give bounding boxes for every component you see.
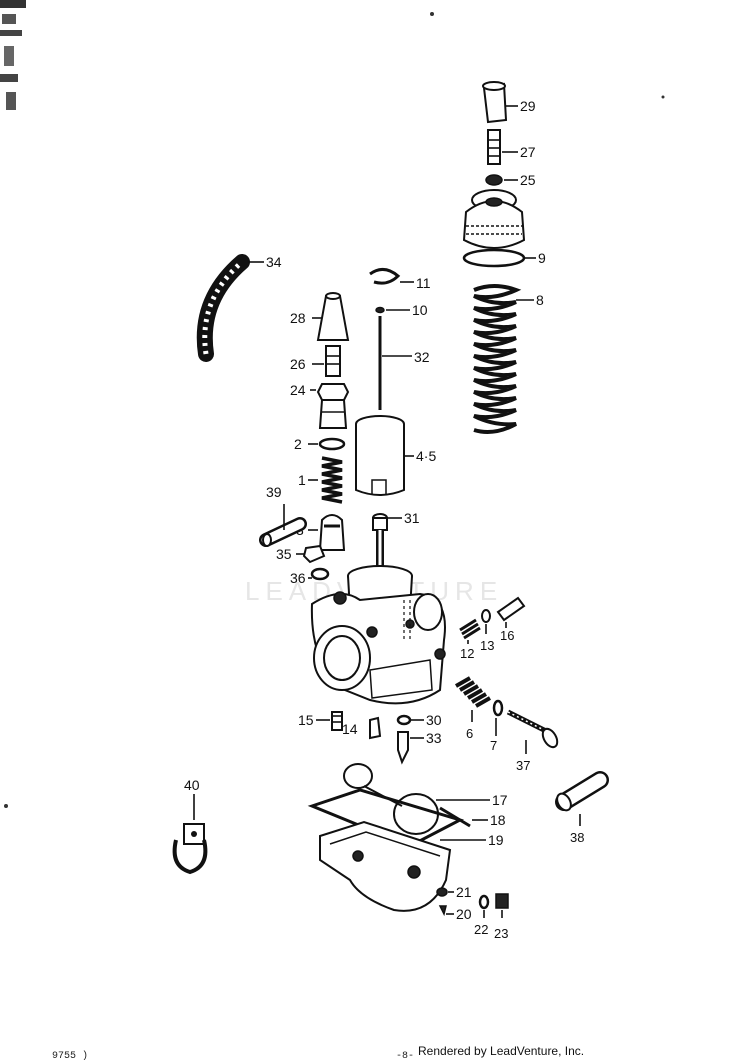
part-21-screw: 21 (436, 884, 472, 900)
part-12-spring: 12 (459, 618, 481, 661)
callout-12: 12 (460, 646, 474, 661)
part-8-spring: 8 (473, 284, 544, 434)
callout-20: 20 (456, 906, 472, 922)
part-28-cap: 28 (290, 292, 350, 341)
part-20-plug: 20 (438, 905, 472, 922)
part-40-clamp: 40 (172, 777, 208, 875)
part-39-pipe: 39 (259, 484, 307, 547)
callout-13: 13 (480, 638, 494, 653)
part-30-washer: 30 (396, 712, 442, 728)
callout-6: 6 (466, 726, 473, 741)
part-37-screw: 37 (506, 709, 559, 773)
part-26-screw: 26 (290, 345, 341, 377)
part-27-adjuster-screw: 27 (487, 129, 536, 165)
callout-29: 29 (520, 98, 536, 114)
callout-17: 17 (492, 792, 508, 808)
callout-23: 23 (494, 926, 508, 941)
callout-38: 38 (570, 830, 584, 845)
callout-14: 14 (342, 721, 358, 737)
callout-36: 36 (290, 570, 306, 586)
callout-31: 31 (404, 510, 420, 526)
part-4-5-throttle-valve: 4·5 (355, 415, 436, 496)
footer-page: -8- (396, 1051, 414, 1060)
callout-34: 34 (266, 254, 282, 270)
callout-18: 18 (490, 812, 506, 828)
callout-40: 40 (184, 777, 200, 793)
callout-37: 37 (516, 758, 530, 773)
part-13-washer: 13 (480, 609, 494, 653)
part-16-screw: 16 (496, 596, 526, 643)
part-9-o-ring: 9 (462, 248, 546, 268)
part-starter-body (318, 399, 348, 429)
part-23-drain-bolt: 23 (494, 893, 509, 941)
part-29-cap: 29 (482, 81, 536, 124)
callout-32: 32 (414, 349, 430, 365)
part-34-hose: 34 (196, 254, 282, 362)
callout-26: 26 (290, 356, 306, 372)
part-7-washer: 7 (490, 699, 504, 753)
callout-39: 39 (266, 484, 282, 500)
callout-9: 9 (538, 250, 546, 266)
callout-22: 22 (474, 922, 488, 937)
part-top-cap-assembly (462, 189, 526, 249)
callout-11: 11 (416, 275, 431, 291)
credit-text: Rendered by LeadVenture, Inc. (418, 1044, 584, 1058)
callout-27: 27 (520, 144, 536, 160)
part-32-needle: 32 (378, 316, 430, 410)
part-15-jet: 15 (298, 711, 343, 731)
callout-21: 21 (456, 884, 472, 900)
callout-24: 24 (290, 382, 306, 398)
footer: 9755 ) -8- Rendered by LeadVenture, Inc. (52, 1044, 584, 1060)
scan-noise (0, 0, 665, 808)
callout-16: 16 (500, 628, 514, 643)
callout-1: 1 (298, 472, 306, 488)
part-35-screw: 35 (276, 544, 326, 564)
callout-10: 10 (412, 302, 428, 318)
part-33-valve: 33 (397, 730, 442, 765)
part-2-o-ring: 2 (294, 436, 346, 452)
part-10-washer: 10 (375, 302, 428, 318)
carburetor-body (310, 565, 446, 705)
part-6-spring: 6 (455, 676, 491, 741)
callout-30: 30 (426, 712, 442, 728)
part-25-nut: 25 (485, 172, 536, 188)
callout-28: 28 (290, 310, 306, 326)
callout-8: 8 (536, 292, 544, 308)
callout-33: 33 (426, 730, 442, 746)
part-38-tube: 38 (555, 771, 609, 845)
part-24-nut: 24 (290, 382, 350, 401)
callout-35: 35 (276, 546, 292, 562)
part-float-bowl (319, 820, 452, 912)
callout-25: 25 (520, 172, 536, 188)
callout-7: 7 (490, 738, 497, 753)
part-22-washer: 22 (474, 894, 490, 937)
part-1-spring: 1 (298, 456, 343, 504)
part-14-jet: 14 (342, 716, 382, 740)
callout-19: 19 (488, 832, 504, 848)
callout-15: 15 (298, 712, 314, 728)
callout-2: 2 (294, 436, 302, 452)
footer-left: 9755 ) (52, 1050, 88, 1060)
part-36-washer: 36 (290, 567, 330, 586)
callout-4-5: 4·5 (416, 448, 436, 464)
part-11-clip: 11 (369, 268, 431, 291)
